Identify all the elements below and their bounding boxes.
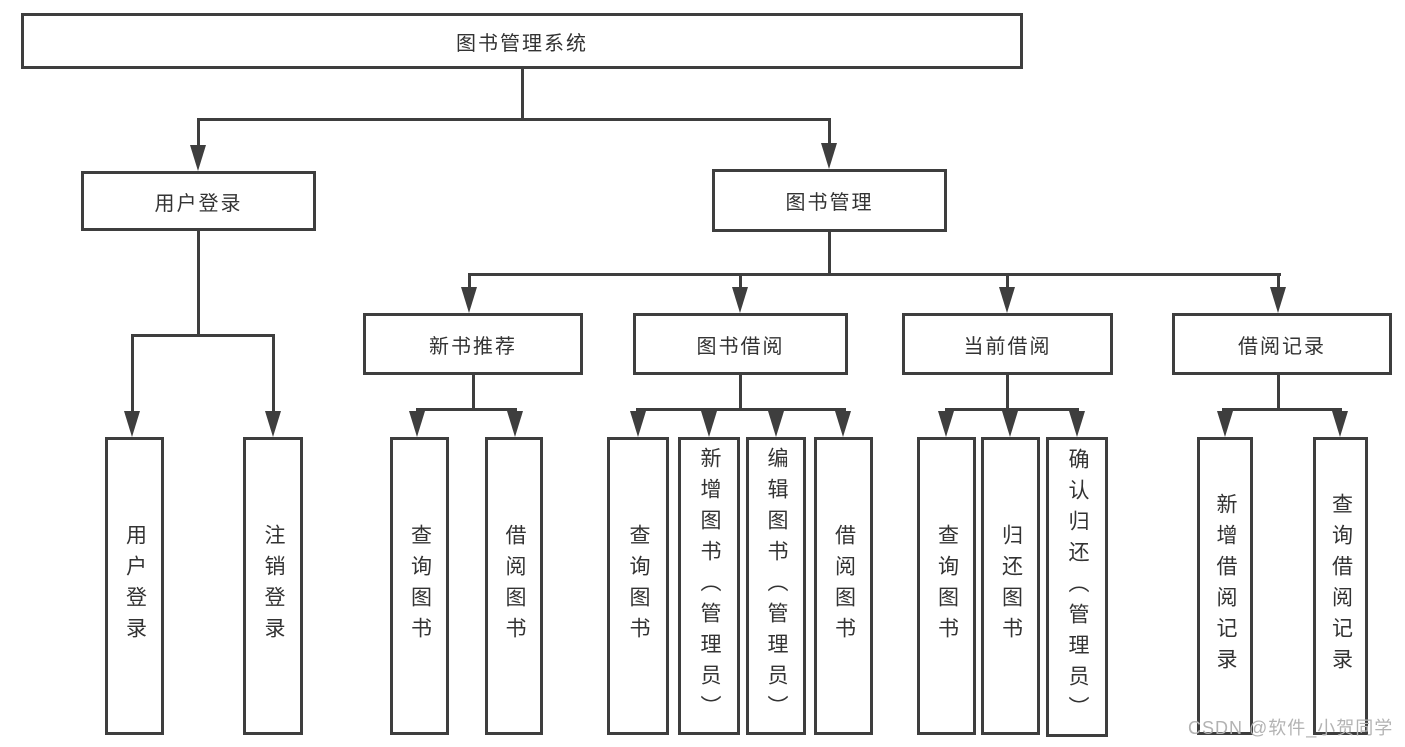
connector-line	[197, 118, 200, 148]
arrowhead-icon	[190, 145, 206, 171]
node-label: 归还图书	[999, 524, 1023, 648]
node-label: 用户登录	[154, 192, 243, 215]
node-user-login: 用户登录	[81, 171, 316, 231]
leaf-add-book-admin: 新增图书（管理员）	[678, 437, 740, 735]
arrowhead-icon	[630, 411, 646, 437]
node-label: 图书借阅	[696, 335, 785, 358]
arrowhead-icon	[507, 411, 523, 437]
connector-line	[131, 334, 275, 337]
arrowhead-icon	[768, 411, 784, 437]
connector-line	[197, 231, 200, 334]
leaf-user-login: 用户登录	[105, 437, 164, 735]
arrowhead-icon	[409, 411, 425, 437]
node-label: 当前借阅	[963, 335, 1052, 358]
arrowhead-icon	[999, 287, 1015, 313]
leaf-query-book: 查询图书	[917, 437, 976, 735]
connector-line	[636, 408, 846, 411]
connector-line	[1277, 273, 1280, 291]
leaf-return-book: 归还图书	[981, 437, 1040, 735]
node-label: 查询借阅记录	[1329, 493, 1353, 679]
connector-line	[272, 334, 275, 415]
node-library-system: 图书管理系统	[21, 13, 1023, 69]
arrowhead-icon	[732, 287, 748, 313]
connector-line	[1006, 375, 1009, 408]
node-label: 借阅记录	[1238, 335, 1326, 358]
arrowhead-icon	[1002, 411, 1018, 437]
node-label: 新增图书（管理员）	[698, 446, 721, 726]
connector-line	[739, 375, 742, 408]
arrowhead-icon	[701, 411, 717, 437]
connector-line	[521, 69, 524, 118]
arrowhead-icon	[265, 411, 281, 437]
leaf-query-book: 查询图书	[390, 437, 449, 735]
leaf-borrow-book: 借阅图书	[485, 437, 543, 735]
connector-line	[131, 334, 134, 415]
node-label: 查询图书	[408, 524, 432, 648]
node-label: 借阅图书	[832, 524, 856, 648]
connector-line	[945, 408, 1079, 411]
arrowhead-icon	[461, 287, 477, 313]
connector-line	[416, 408, 517, 411]
node-label: 查询图书	[935, 524, 959, 648]
arrowhead-icon	[1069, 411, 1085, 437]
node-label: 新书推荐	[429, 335, 517, 358]
leaf-query-borrow-record: 查询借阅记录	[1313, 437, 1368, 735]
connector-line	[828, 118, 831, 146]
connector-line	[1006, 273, 1009, 291]
arrowhead-icon	[1332, 411, 1348, 437]
connector-line	[472, 375, 475, 408]
node-label: 编辑图书（管理员）	[765, 446, 788, 726]
node-current-borrow: 当前借阅	[902, 313, 1113, 375]
node-label: 图书管理系统	[456, 32, 588, 55]
connector-line	[1222, 408, 1342, 411]
node-borrow-record: 借阅记录	[1172, 313, 1392, 375]
node-label: 新增借阅记录	[1214, 493, 1237, 679]
node-label: 借阅图书	[503, 524, 526, 648]
node-label: 注销登录	[262, 524, 285, 648]
connector-line	[468, 273, 471, 291]
leaf-logout: 注销登录	[243, 437, 303, 735]
connector-line	[1277, 375, 1280, 408]
leaf-query-book: 查询图书	[607, 437, 669, 735]
arrowhead-icon	[1270, 287, 1286, 313]
node-new-book-recommend: 新书推荐	[363, 313, 583, 375]
csdn-watermark: CSDN @软件_小贺同学	[1188, 718, 1394, 738]
arrowhead-icon	[124, 411, 140, 437]
leaf-add-borrow-record: 新增借阅记录	[1197, 437, 1253, 735]
arrowhead-icon	[821, 143, 837, 169]
node-label: 用户登录	[123, 524, 147, 648]
node-label: 查询图书	[627, 524, 650, 648]
arrowhead-icon	[1217, 411, 1233, 437]
leaf-edit-book-admin: 编辑图书（管理员）	[746, 437, 806, 735]
connector-line	[828, 232, 831, 273]
node-label: 图书管理	[785, 192, 874, 214]
arrowhead-icon	[835, 411, 851, 437]
node-book-borrow: 图书借阅	[633, 313, 848, 375]
connector-line	[197, 118, 831, 121]
connector-line	[468, 273, 1281, 276]
node-label: 确认归还（管理员）	[1066, 447, 1089, 727]
leaf-confirm-return-admin: 确认归还（管理员）	[1046, 437, 1108, 737]
node-book-management: 图书管理	[712, 169, 947, 232]
arrowhead-icon	[938, 411, 954, 437]
leaf-borrow-book: 借阅图书	[814, 437, 873, 735]
connector-line	[739, 273, 742, 291]
